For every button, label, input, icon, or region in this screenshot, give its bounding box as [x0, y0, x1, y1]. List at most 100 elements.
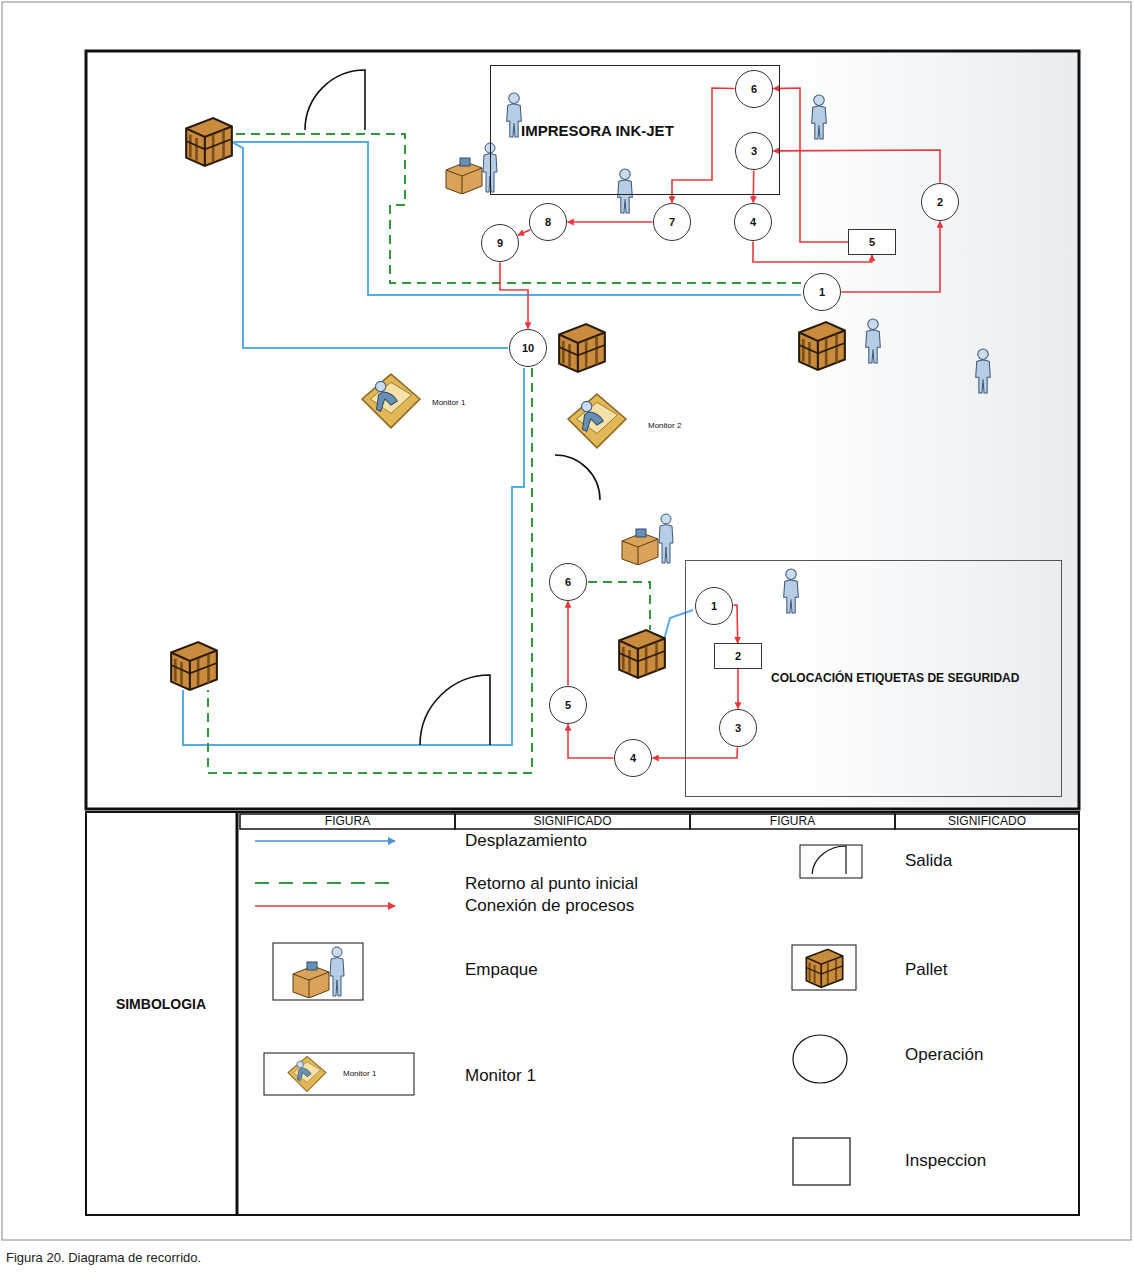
legend-table	[86, 812, 1079, 1215]
legend-text: Empaque	[465, 960, 538, 980]
operator-icon	[784, 569, 799, 613]
step-number: 5	[565, 700, 571, 711]
process-connector	[752, 171, 754, 203]
operation-circle: 3	[735, 132, 773, 170]
process-connector	[568, 221, 653, 223]
legend-text: Retorno al punto inicial	[465, 874, 638, 894]
operation-circle: 1	[695, 587, 733, 625]
legend-sample	[293, 947, 344, 998]
pallet-icon	[171, 118, 845, 690]
table-header: SIGNIFICADO	[455, 814, 690, 829]
door-symbol	[420, 675, 490, 745]
legend-sample	[255, 840, 395, 842]
legend-text: Operación	[905, 1045, 983, 1065]
legend-heading: SIMBOLOGIA	[88, 996, 234, 1013]
step-number: 5	[869, 237, 875, 248]
legend-sample	[793, 1138, 850, 1185]
legend-table	[895, 814, 1079, 829]
process-connector	[500, 263, 528, 329]
displacement-line	[232, 142, 508, 348]
packing-icon	[446, 143, 673, 565]
legend-sample	[255, 905, 395, 907]
step-number: 4	[750, 217, 756, 228]
step-number: 10	[522, 343, 534, 354]
operation-circle: 4	[734, 203, 772, 241]
area-title: COLOCACIÓN ETIQUETAS DE SEGURIDAD	[771, 671, 1019, 685]
outer-frame	[2, 2, 1131, 1240]
step-number: 8	[545, 217, 551, 228]
table-header: FIGURA	[240, 814, 455, 829]
return-line	[588, 582, 650, 630]
operation-circle: 5	[549, 686, 587, 724]
displacement-line	[232, 142, 801, 295]
operation-circle: 3	[719, 709, 757, 747]
legend-sample	[806, 949, 842, 987]
legend-sample	[273, 943, 363, 1000]
door-symbol	[305, 70, 600, 745]
legend-text: Monitor 1	[465, 1066, 536, 1086]
table-header: SIGNIFICADO	[895, 814, 1079, 829]
operation-circle: 10	[509, 329, 547, 367]
legend-sample	[288, 1056, 326, 1091]
return-line	[208, 134, 801, 773]
operation-circle: 4	[614, 739, 652, 777]
step-number: 7	[669, 217, 675, 228]
inspection-box: 5	[848, 229, 896, 255]
pallet-icon	[559, 324, 605, 372]
legend-table	[236, 812, 239, 1215]
displacement-line	[183, 142, 801, 745]
area-title: IMPRESORA INK-JET	[521, 122, 674, 140]
step-number: 4	[630, 753, 636, 764]
operator-icon	[976, 349, 991, 393]
step-number: 1	[819, 287, 825, 298]
operation-circle: 6	[549, 563, 587, 601]
operation-circle: 8	[529, 203, 567, 241]
legend-table	[86, 812, 1079, 1215]
legend-text: Conexión de procesos	[465, 896, 634, 916]
legend-table	[455, 814, 690, 829]
legend-sample	[792, 945, 856, 990]
process-connector	[567, 602, 569, 686]
icon-label: Monitor 2	[648, 421, 681, 431]
process-connector	[518, 230, 530, 235]
legend-table	[690, 814, 895, 829]
legend-sample	[255, 841, 862, 1185]
process-connector	[774, 150, 941, 183]
operator-icon	[507, 93, 991, 613]
operator-icon	[812, 95, 827, 139]
pallet-icon	[619, 630, 665, 678]
operation-circle: 7	[653, 203, 691, 241]
legend-text: Salida	[905, 851, 952, 871]
packing-icon	[622, 514, 673, 565]
work-area: IMPRESORA INK-JET63	[490, 65, 780, 195]
icon-label: Monitor 1	[343, 1069, 376, 1079]
pallet-icon	[799, 322, 845, 370]
operation-circle: 9	[481, 224, 519, 262]
operator-icon	[618, 169, 633, 213]
operator-icon	[507, 93, 522, 137]
step-number: 9	[497, 238, 503, 249]
legend-table	[240, 814, 455, 829]
return-line	[208, 368, 532, 773]
door-symbol	[305, 70, 365, 130]
displacement-line	[183, 368, 524, 745]
displacement-line	[664, 610, 693, 640]
plan-frame	[86, 51, 1079, 809]
step-number: 6	[565, 577, 571, 588]
table-header: FIGURA	[690, 814, 895, 829]
process-connector	[653, 748, 738, 759]
legend-text: Inspeccion	[905, 1151, 986, 1171]
step-number: 2	[735, 651, 741, 662]
legend-sample	[812, 846, 846, 874]
legend-sample	[255, 882, 395, 884]
step-number: 2	[937, 197, 943, 208]
step-number: 1	[711, 601, 717, 612]
operation-circle: 2	[921, 183, 959, 221]
step-number: 3	[751, 146, 757, 157]
pallet-icon	[171, 642, 217, 690]
monitor-icon	[362, 374, 420, 428]
legend-sample	[800, 845, 862, 878]
